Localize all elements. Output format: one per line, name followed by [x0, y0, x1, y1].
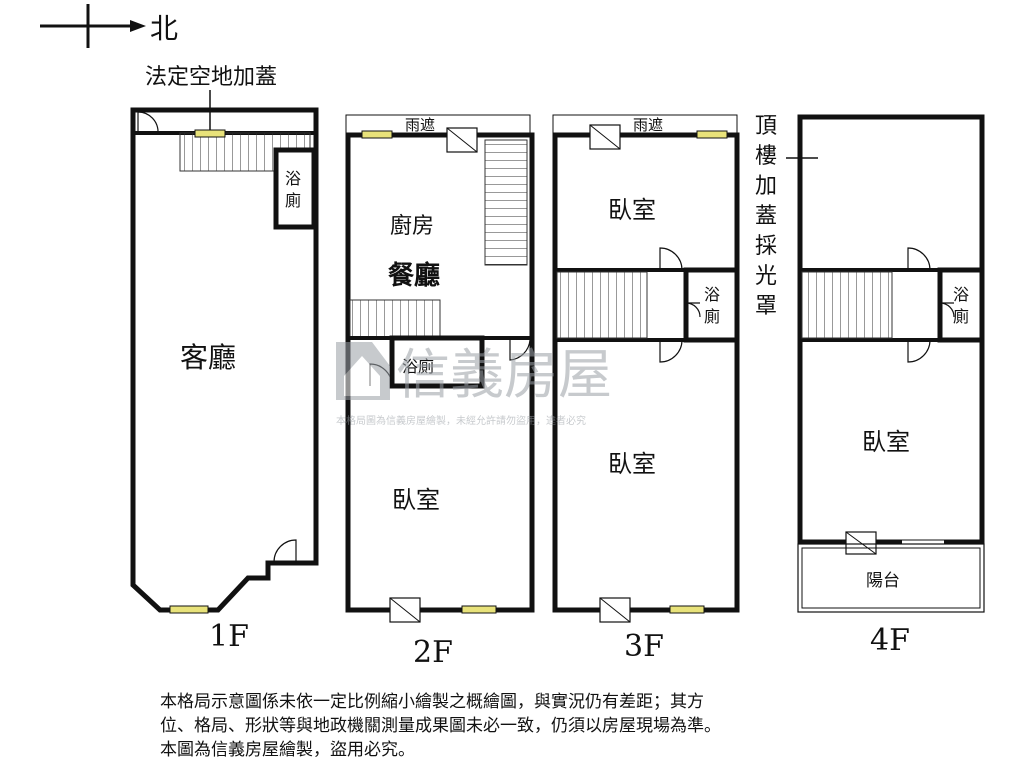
4f-balcony-label: 陽台	[866, 571, 900, 591]
disclaimer-line-2: 位、格局、形狀等與地政機關測量成果圖未必一致，仍須以房屋現場為準。	[160, 716, 721, 736]
svg-text:蓋: 蓋	[755, 204, 777, 229]
legal-open-space-label: 法定空地加蓋	[145, 65, 277, 90]
1f-bath-label-bottom: 廁	[285, 191, 301, 210]
roof-addition-annotation: 頂 樓 加 蓋 採 光 罩	[755, 114, 818, 319]
3f-bedroom-top-label: 臥室	[608, 196, 656, 224]
2f-dining-label: 餐廳	[388, 260, 440, 291]
2f-bath-label: 浴廁	[402, 357, 434, 376]
4f-floor-label: 4F	[870, 623, 910, 658]
disclaimer: 本格局示意圖係未依一定比例縮小繪製之概繪圖，與實況仍有差距；其方 位、格局、形狀…	[160, 690, 880, 762]
3f-bath-label-top: 浴	[704, 285, 720, 304]
4f-bedroom-label: 臥室	[862, 428, 910, 456]
2f-floor-label: 2F	[413, 635, 453, 670]
3f-bath-label-bottom: 廁	[704, 307, 720, 326]
watermark-brand: 信義房屋	[396, 343, 612, 406]
svg-text:光: 光	[755, 264, 777, 289]
4f-bath-label-bottom: 廁	[953, 307, 969, 326]
1f-living-label: 客廳	[180, 341, 236, 374]
floor-2f: 雨遮 廚房 餐廳 浴廁 臥室 2F	[345, 114, 535, 670]
4f-bath-label-top: 浴	[953, 285, 969, 304]
disclaimer-line-1: 本格局示意圖係未依一定比例縮小繪製之概繪圖，與實況仍有差距；其方	[160, 692, 704, 712]
svg-text:樓: 樓	[755, 144, 777, 169]
svg-text:頂: 頂	[755, 114, 777, 139]
3f-canopy-label: 雨遮	[633, 116, 663, 134]
disclaimer-line-3: 本圖為信義房屋繪製，盜用必究。	[160, 740, 415, 760]
watermark: 信義房屋 本格局圖為信義房屋繪製，未經允許請勿盜用，違者必究	[336, 342, 612, 427]
north-arrow: 北	[40, 4, 178, 48]
brand-logo	[336, 342, 390, 400]
1f-bath-label-top: 浴	[285, 169, 301, 188]
2f-canopy-label: 雨遮	[405, 116, 435, 134]
floor-1f: 浴 廁 客廳 1F	[130, 107, 319, 654]
3f-floor-label: 3F	[624, 629, 664, 664]
floor-4f: 浴 廁 臥室 陽台 4F	[797, 114, 985, 658]
svg-text:加: 加	[755, 174, 777, 199]
watermark-notice: 本格局圖為信義房屋繪製，未經允許請勿盜用，違者必究	[336, 414, 586, 427]
svg-text:採: 採	[755, 234, 777, 259]
1f-floor-label: 1F	[209, 619, 249, 654]
floor-3f: 雨遮 臥室 浴 廁 臥室 3F	[552, 114, 740, 664]
3f-bedroom-bottom-label: 臥室	[608, 450, 656, 478]
north-label: 北	[150, 12, 178, 45]
2f-kitchen-label: 廚房	[390, 214, 434, 239]
svg-text:罩: 罩	[755, 294, 777, 319]
2f-bedroom-label: 臥室	[392, 486, 440, 514]
